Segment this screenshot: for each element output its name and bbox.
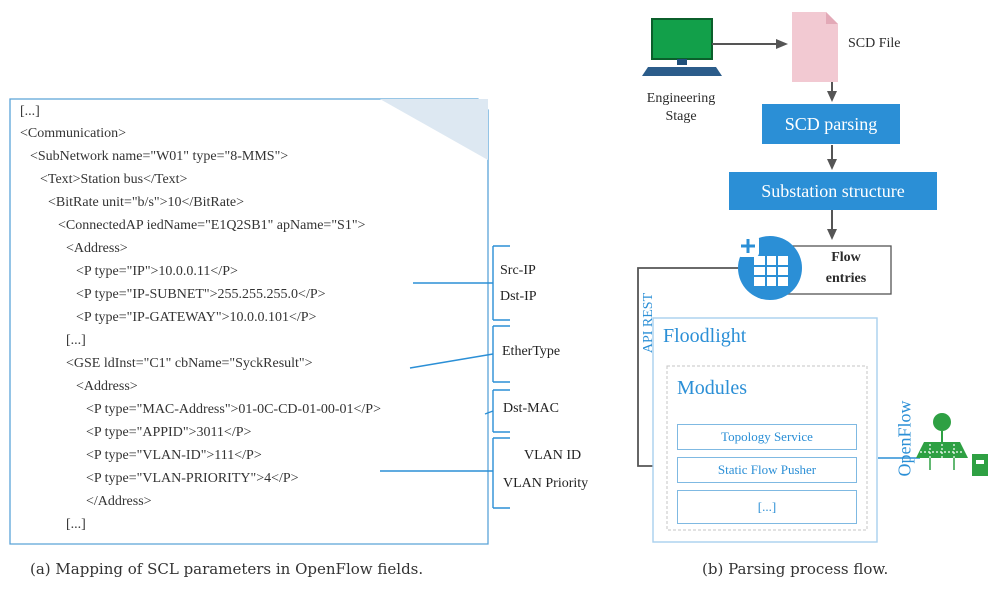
code-line-7: <Address> xyxy=(66,241,128,256)
static-flow-pusher-module: Static Flow Pusher xyxy=(677,457,857,483)
scd-file-label: SCD File xyxy=(848,36,901,51)
engineering-stage-line-1: Engineering xyxy=(646,91,716,106)
code-line-10: <P type="IP-GATEWAY">10.0.0.101</P> xyxy=(76,310,317,325)
more-modules-placeholder: [...] xyxy=(677,490,857,524)
code-line-9: <P type="IP-SUBNET">255.255.255.0</P> xyxy=(76,287,326,302)
substation-structure-box: Substation structure xyxy=(729,172,937,210)
code-line-11: [...] xyxy=(66,333,86,348)
flow-entries-line-1: Flow xyxy=(831,250,861,265)
flow-entries-line-2: entries xyxy=(825,271,867,286)
engineering-stage-line-2: Stage xyxy=(665,109,697,124)
code-line-2: <Communication> xyxy=(20,126,127,141)
computer-monitor-icon xyxy=(642,18,722,76)
code-line-17: <P type="VLAN-PRIORITY">4</P> xyxy=(86,471,299,486)
engineering-stage-label: Engineering Stage xyxy=(641,90,721,126)
code-line-14: <P type="MAC-Address">01-0C-CD-01-00-01<… xyxy=(86,402,381,417)
code-line-16: <P type="VLAN-ID">111</P> xyxy=(86,448,262,463)
code-line-19: [...] xyxy=(66,517,86,532)
scd-parsing-box: SCD parsing xyxy=(762,104,900,144)
code-line-1: [...] xyxy=(20,104,40,119)
code-line-5: <BitRate unit="b/s">10</BitRate> xyxy=(48,195,244,210)
caption-a: (a) Mapping of SCL parameters in OpenFlo… xyxy=(30,560,424,578)
api-rest-label: API REST xyxy=(641,292,656,354)
code-line-6: <ConnectedAP iedName="E1Q2SB1" apName="S… xyxy=(58,218,366,233)
code-line-15: <P type="APPID">3011</P> xyxy=(86,425,252,440)
floodlight-label: Floodlight xyxy=(663,325,747,347)
code-line-18: </Address> xyxy=(86,494,152,509)
code-line-3: <SubNetwork name="W01" type="8-MMS"> xyxy=(30,149,289,164)
label-vlan-id: VLAN ID xyxy=(524,448,582,463)
code-line-12: <GSE ldInst="C1" cbName="SyckResult"> xyxy=(66,356,313,371)
code-line-13: <Address> xyxy=(76,379,138,394)
flow-table-icon xyxy=(737,235,802,300)
scd-file-icon xyxy=(792,12,838,82)
flow-entries-label: Flow entries xyxy=(806,247,886,289)
openflow-label: OpenFlow xyxy=(894,400,915,477)
caption-b: (b) Parsing process flow. xyxy=(702,560,889,578)
code-line-8: <P type="IP">10.0.0.11</P> xyxy=(76,264,238,279)
label-ethertype: EtherType xyxy=(502,344,561,359)
code-line-4: <Text>Station bus</Text> xyxy=(40,172,188,187)
label-src-ip: Src-IP xyxy=(500,263,536,278)
network-switch-icon xyxy=(916,413,988,476)
topology-service-module: Topology Service xyxy=(677,424,857,450)
label-dst-ip: Dst-IP xyxy=(500,289,537,304)
label-dst-mac: Dst-MAC xyxy=(503,401,560,416)
label-vlan-priority: VLAN Priority xyxy=(503,476,589,491)
modules-label: Modules xyxy=(677,377,747,399)
